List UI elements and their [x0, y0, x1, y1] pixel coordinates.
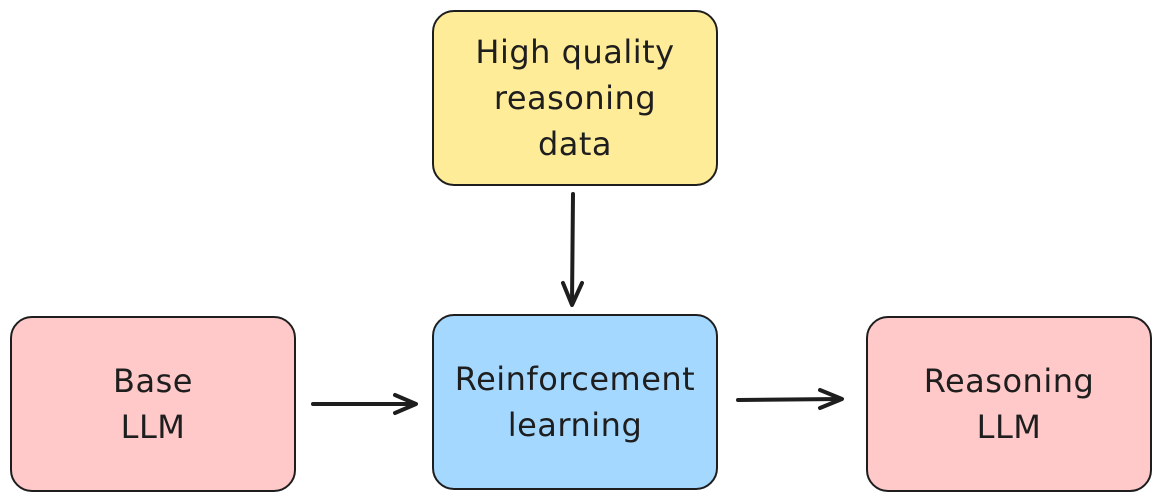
edge-rl-to-reasoning — [736, 388, 844, 410]
node-reinforcement-learning[interactable]: Reinforcement learning — [432, 314, 718, 490]
node-high-quality-reasoning-data[interactable]: High quality reasoning data — [432, 10, 718, 186]
node-label: Reinforcement learning — [454, 360, 696, 444]
node-label: Base LLM — [113, 362, 193, 446]
edge-base-to-rl — [311, 393, 418, 415]
node-label: High quality reasoning data — [475, 33, 675, 163]
node-base-llm[interactable]: Base LLM — [10, 316, 296, 492]
node-label: Reasoning LLM — [923, 362, 1095, 446]
node-reasoning-llm[interactable]: Reasoning LLM — [866, 316, 1152, 492]
edge-data-to-rl — [561, 192, 584, 307]
